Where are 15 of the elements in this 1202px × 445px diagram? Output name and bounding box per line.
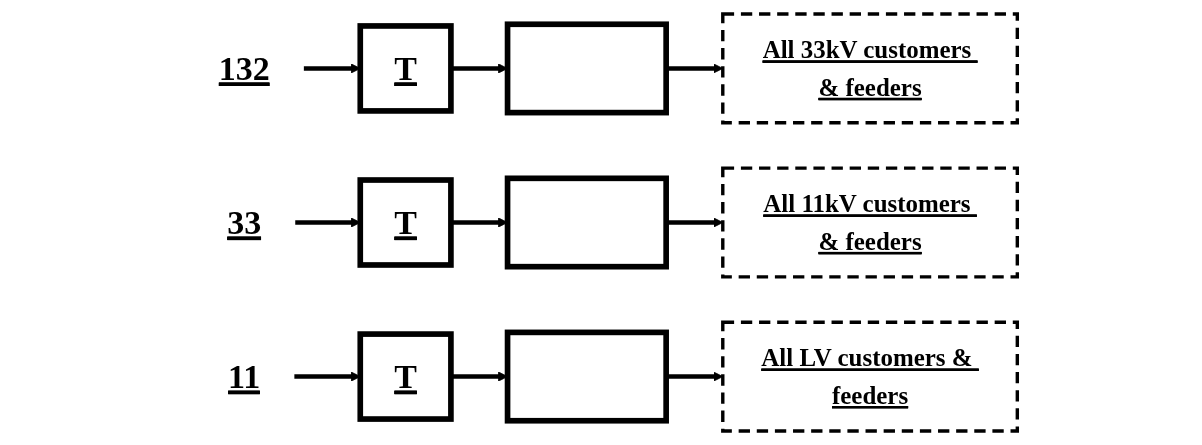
arrow <box>666 217 724 228</box>
node-box: T <box>357 23 454 114</box>
node-text: 11 <box>228 357 261 396</box>
arrow <box>666 371 724 382</box>
node-box: All 11kV customers & feeders <box>721 166 1020 279</box>
arrow <box>666 63 724 74</box>
node-box: T <box>357 177 454 268</box>
node-box <box>504 21 669 116</box>
node-box <box>504 175 669 270</box>
node-box: T <box>357 331 454 422</box>
node-box: All LV customers & feeders <box>721 320 1020 433</box>
node-box <box>504 329 669 424</box>
node-box: All 33kV customers & feeders <box>721 12 1020 125</box>
node-text: 33 <box>227 203 262 242</box>
node-text: 132 <box>218 49 270 88</box>
